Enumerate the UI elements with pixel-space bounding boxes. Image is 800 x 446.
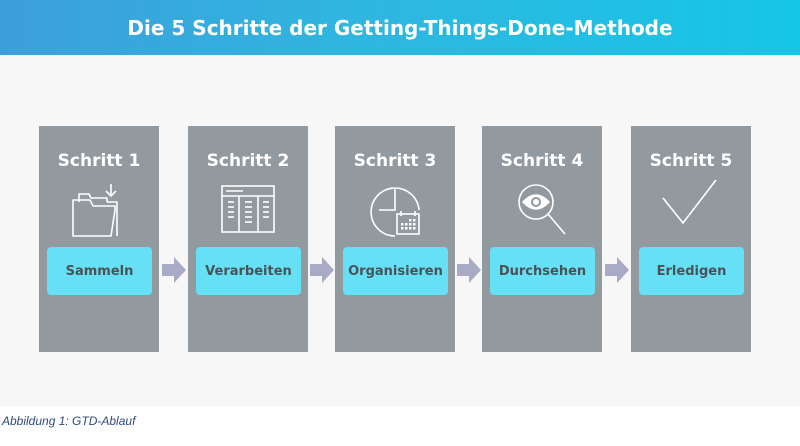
- arrow-right-icon: [310, 257, 334, 283]
- magnifier-eye-icon: [518, 184, 566, 235]
- step-3-label: Schritt 3: [353, 151, 437, 171]
- figure-caption: Abbildung 1: GTD-Ablauf: [2, 414, 136, 428]
- diagram-title: Die 5 Schritte der Getting-Things-Done-M…: [127, 15, 673, 40]
- step-5-box: Schritt 5 Erledigen: [631, 126, 751, 352]
- step-4-label: Schritt 4: [500, 151, 584, 171]
- step-3-action: Organisieren: [343, 247, 448, 295]
- arrow-right-icon: [605, 257, 629, 283]
- arrow-right-icon: [457, 257, 481, 283]
- checkmark-icon: [662, 180, 717, 225]
- step-2-box: Schritt 2 Verarbeiten: [188, 126, 308, 352]
- step-2-label: Schritt 2: [206, 151, 290, 171]
- table-list-icon: [221, 185, 275, 233]
- step-1-action: Sammeln: [47, 247, 152, 295]
- step-1-box: Schritt 1 Sammeln: [39, 126, 159, 352]
- header-banner: Die 5 Schritte der Getting-Things-Done-M…: [0, 0, 800, 55]
- step-5-action: Erledigen: [639, 247, 744, 295]
- step-3-box: Schritt 3 Organisieren: [335, 126, 455, 352]
- arrow-right-icon: [162, 257, 186, 283]
- step-1-label: Schritt 1: [57, 151, 141, 171]
- step-4-box: Schritt 4 Durchsehen: [482, 126, 602, 352]
- step-2-action: Verarbeiten: [196, 247, 301, 295]
- step-5-label: Schritt 5: [649, 151, 733, 171]
- clock-calendar-icon: [370, 187, 420, 237]
- step-4-action: Durchsehen: [490, 247, 595, 295]
- folder-download-icon: [72, 184, 118, 237]
